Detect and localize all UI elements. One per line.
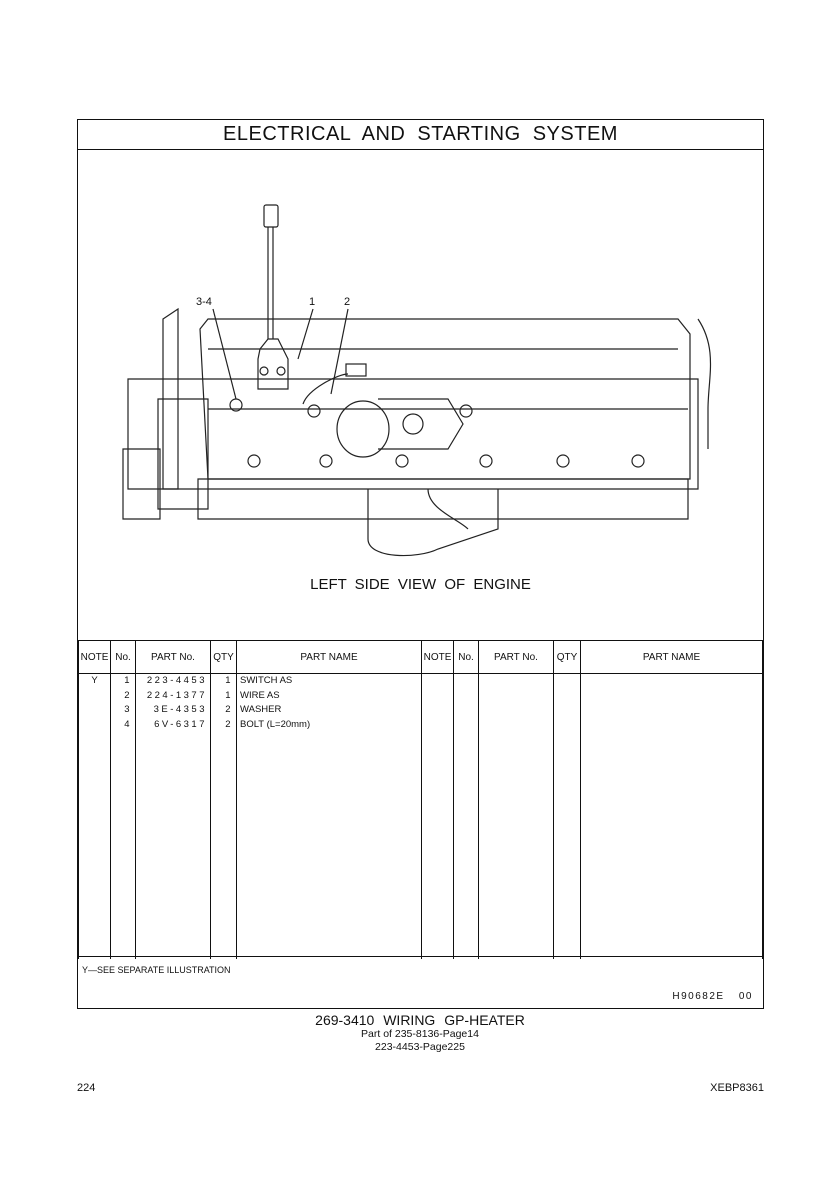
engine-drawing: 3-4 1 2	[122, 204, 712, 557]
row-part-no: 6V-6317	[135, 717, 211, 732]
row-note	[78, 688, 111, 703]
page-title: ELECTRICAL AND STARTING SYSTEM	[78, 120, 763, 150]
row-part-no: 223-4453	[135, 673, 211, 689]
row-note: Y	[78, 673, 111, 689]
header-part-no: PART No.	[135, 640, 211, 674]
illustration-code: H90682E 00	[672, 991, 753, 1002]
table-header: NOTE No. PART No. QTY PART NAME NOTE No.…	[78, 640, 763, 674]
row-no: 4	[110, 717, 136, 732]
footnote: Y—SEE SEPARATE ILLUSTRATION	[82, 965, 231, 975]
table-row: Y 1 223-4453 1 SWITCH AS	[78, 673, 763, 689]
header-qty: QTY	[210, 640, 237, 674]
row-part-name: WIRE AS	[236, 688, 422, 703]
row-part-name: BOLT (L=20mm)	[236, 717, 422, 732]
header-part-no-2: PART No.	[478, 640, 554, 674]
header-note: NOTE	[78, 640, 111, 674]
group-title: 269-3410 WIRING GP-HEATER	[315, 1012, 525, 1028]
group-reference: 223-4453-Page225	[375, 1041, 465, 1053]
table-row: 4 6V-6317 2 BOLT (L=20mm)	[78, 717, 763, 732]
table-filler	[78, 732, 763, 959]
document-number: XEBP8361	[710, 1082, 764, 1094]
header-qty-2: QTY	[553, 640, 581, 674]
header-part-name-2: PART NAME	[580, 640, 763, 674]
row-part-no: 224-1377	[135, 688, 211, 703]
parts-table: NOTE No. PART No. QTY PART NAME NOTE No.…	[78, 640, 763, 959]
callout-1: 1	[309, 296, 315, 308]
row-qty: 1	[210, 688, 237, 703]
illustration-caption: LEFT SIDE VIEW OF ENGINE	[310, 576, 531, 593]
engine-illustration: 3-4 1 2 LEFT SIDE VIEW OF ENGINE	[78, 149, 763, 641]
row-part-name: SWITCH AS	[236, 673, 422, 689]
table-row: 2 224-1377 1 WIRE AS	[78, 688, 763, 703]
row-note	[78, 717, 111, 732]
header-note-2: NOTE	[421, 640, 454, 674]
row-no: 1	[110, 673, 136, 689]
header-no: No.	[110, 640, 136, 674]
header-part-name: PART NAME	[236, 640, 422, 674]
row-note	[78, 703, 111, 718]
row-part-no: 3E-4353	[135, 703, 211, 718]
table-row: 3 3E-4353 2 WASHER	[78, 703, 763, 718]
row-no: 3	[110, 703, 136, 718]
callout-3-4: 3-4	[196, 296, 212, 308]
row-no: 2	[110, 688, 136, 703]
page-number: 224	[77, 1082, 96, 1094]
header-no-2: No.	[453, 640, 479, 674]
callout-2: 2	[344, 296, 350, 308]
row-qty: 1	[210, 673, 237, 689]
parts-frame: ELECTRICAL AND STARTING SYSTEM	[77, 119, 764, 1009]
table-footer: Y—SEE SEPARATE ILLUSTRATION H90682E 00	[78, 956, 763, 1009]
row-qty: 2	[210, 703, 237, 718]
group-part-of: Part of 235-8136-Page14	[361, 1028, 479, 1040]
row-part-name: WASHER	[236, 703, 422, 718]
row-qty: 2	[210, 717, 237, 732]
